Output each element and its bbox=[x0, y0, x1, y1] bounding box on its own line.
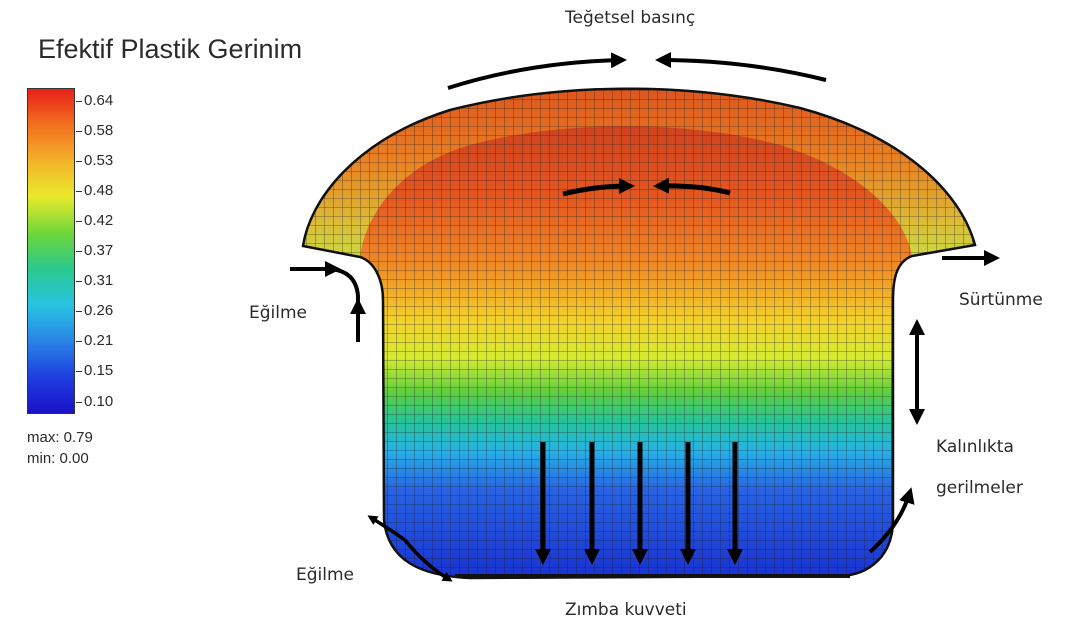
label-tangential-pressure: Teğetsel basınç bbox=[565, 8, 696, 28]
legend-tick: 0.64 bbox=[76, 93, 113, 109]
label-punch-force: Zımba kuvveti bbox=[565, 600, 687, 620]
inner-compression-arrow-left bbox=[562, 178, 635, 197]
legend-tick: 0.58 bbox=[76, 123, 113, 139]
max-value-label: max: 0.79 bbox=[27, 429, 93, 446]
tangential-arrow-left bbox=[447, 52, 627, 90]
bending-arrow-bottom-right bbox=[868, 487, 915, 554]
inner-compression-arrow-right bbox=[653, 177, 731, 196]
legend-tick: 0.26 bbox=[76, 303, 113, 319]
min-value-label: min: 0.00 bbox=[27, 450, 89, 467]
legend-tick: 0.31 bbox=[76, 273, 113, 289]
cup-mesh-body bbox=[301, 87, 977, 580]
legend-tick: 0.15 bbox=[76, 363, 113, 379]
color-scale-bar bbox=[27, 88, 75, 414]
legend-tick: 0.48 bbox=[76, 183, 113, 199]
legend-tick: 0.53 bbox=[76, 153, 113, 169]
bending-arrow-bottom-left-down bbox=[403, 538, 453, 582]
label-thickness-line2: gerilmeler bbox=[936, 478, 1023, 498]
label-thickness-line1: Kalınlıkta bbox=[936, 437, 1014, 457]
label-friction: Sürtünme bbox=[959, 290, 1043, 310]
label-bending-top: Eğilme bbox=[249, 303, 307, 323]
legend-tick: 0.10 bbox=[76, 394, 113, 410]
bending-arrow-bottom-left-up bbox=[367, 515, 407, 542]
legend-tick: 0.37 bbox=[76, 243, 113, 259]
legend-title: Efektif Plastik Gerinim bbox=[38, 34, 303, 64]
label-bending-bottom: Eğilme bbox=[296, 565, 354, 585]
tangential-arrow-right bbox=[655, 52, 827, 82]
legend-tick: 0.42 bbox=[76, 213, 113, 229]
legend-tick: 0.21 bbox=[76, 333, 113, 349]
